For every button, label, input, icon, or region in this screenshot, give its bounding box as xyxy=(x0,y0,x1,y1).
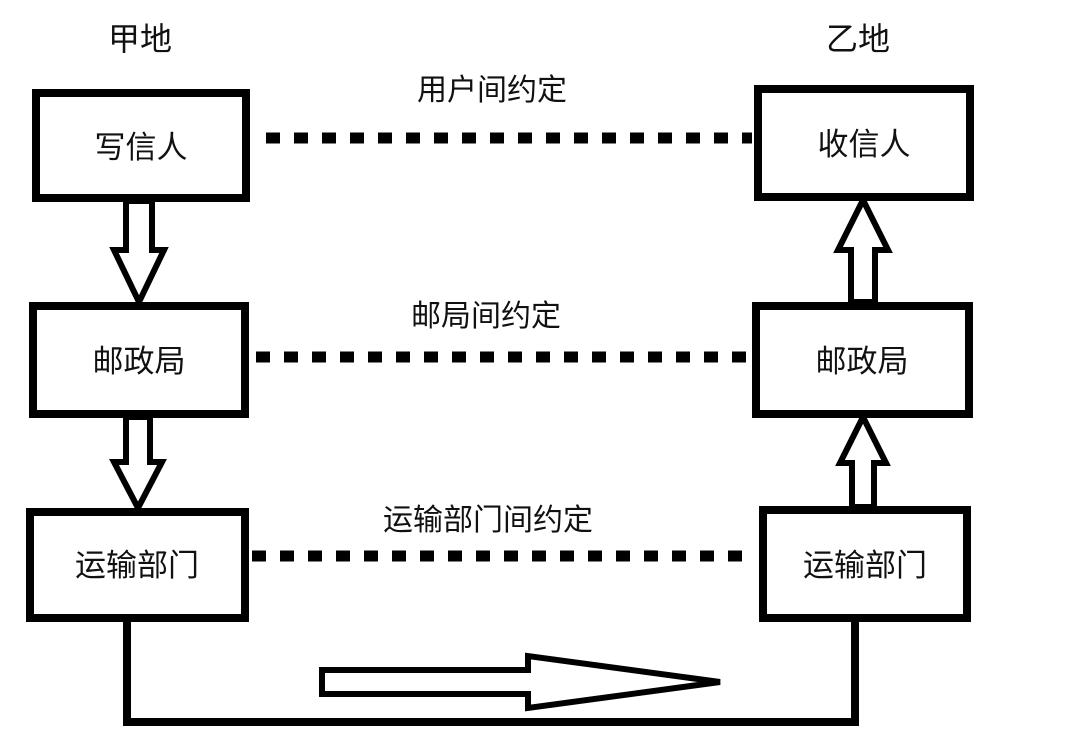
box-left-transport-label: 运输部门 xyxy=(75,548,199,584)
arrow-down-post-to-transport xyxy=(109,414,167,515)
place-label-left: 甲地 xyxy=(108,20,172,58)
agreement-label-transport: 运输部门间约定 xyxy=(383,503,593,538)
box-receiver-label: 收信人 xyxy=(818,127,911,163)
box-receiver: 收信人 xyxy=(754,85,974,201)
place-label-right: 乙地 xyxy=(826,20,890,58)
box-left-post-office-label: 邮政局 xyxy=(93,344,186,380)
arrow-up-transport-to-post xyxy=(835,410,891,510)
box-right-post-office: 邮政局 xyxy=(752,302,973,418)
box-right-post-office-label: 邮政局 xyxy=(816,344,909,380)
arrow-up-post-to-receiver xyxy=(833,193,893,305)
arrow-right-transport xyxy=(319,652,721,712)
box-sender-label: 写信人 xyxy=(95,130,188,166)
box-left-transport: 运输部门 xyxy=(26,508,249,622)
box-right-transport: 运输部门 xyxy=(759,506,971,622)
agreement-label-post: 邮局间约定 xyxy=(411,299,561,334)
arrow-down-sender-to-post xyxy=(109,198,169,309)
transport-connector xyxy=(123,620,859,726)
box-sender: 写信人 xyxy=(32,89,250,202)
box-right-transport-label: 运输部门 xyxy=(803,548,927,584)
box-left-post-office: 邮政局 xyxy=(29,302,249,418)
agreement-label-user: 用户间约定 xyxy=(417,73,567,108)
